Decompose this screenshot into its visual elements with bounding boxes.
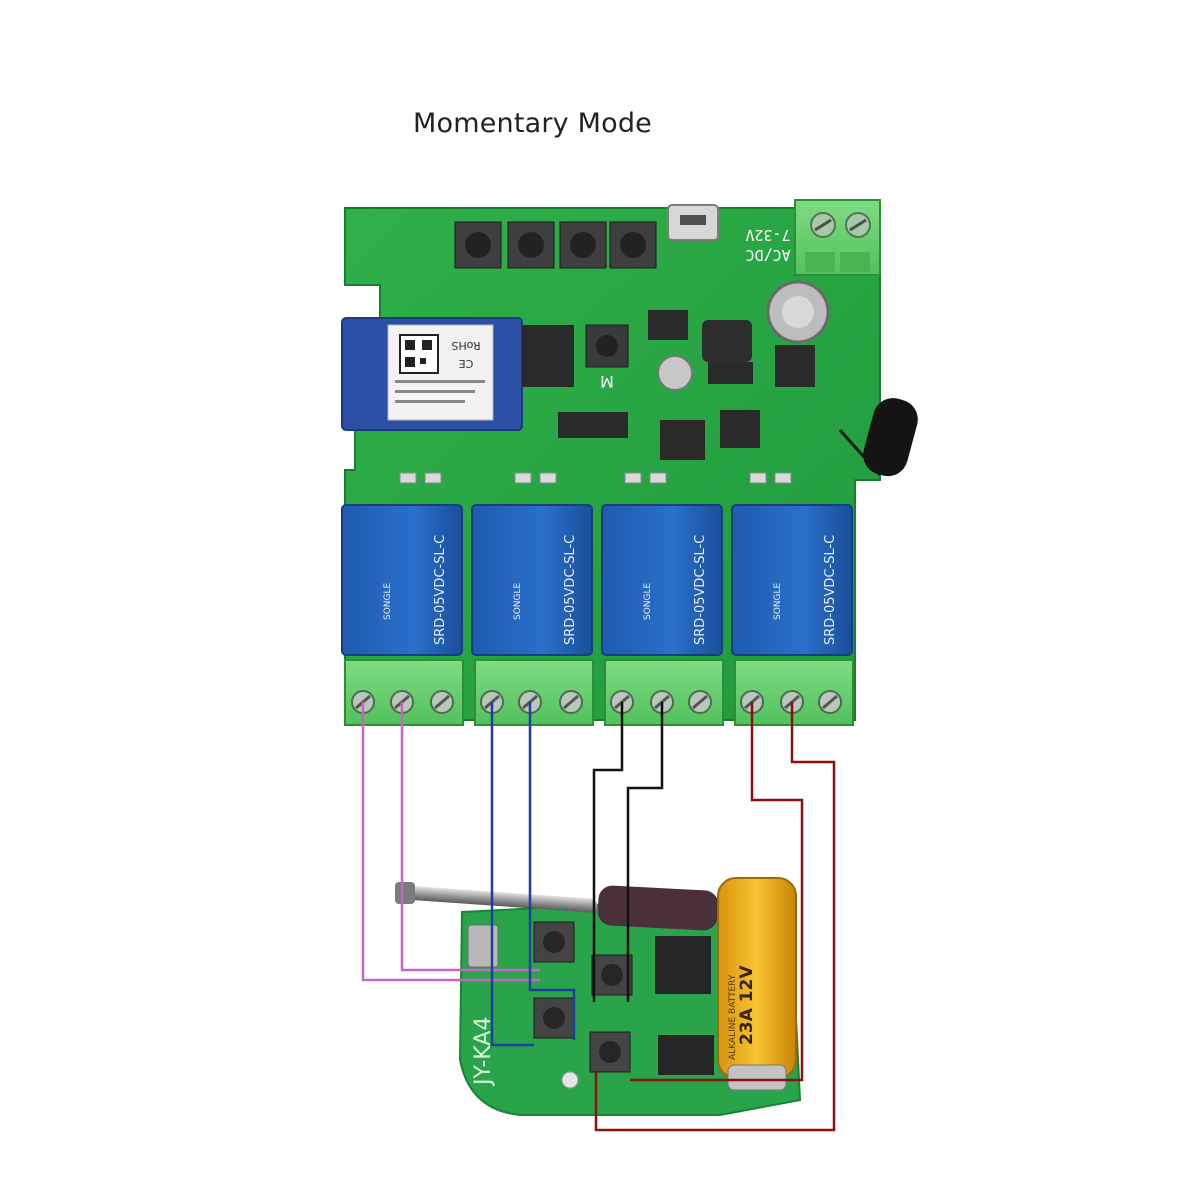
relay: SRD-05VDC-SL-C SONGLE (471, 504, 593, 656)
ic-chip (660, 420, 705, 460)
crystal (467, 924, 499, 968)
power-terminal (794, 199, 881, 276)
module-ce-label: CE (459, 357, 474, 370)
relay-model: SRD-05VDC-SL-C (693, 535, 708, 645)
wire-relay2 (528, 702, 576, 1040)
wire-relay1 (361, 702, 540, 982)
wire-relay2 (490, 702, 534, 1047)
wire-relay3 (592, 702, 624, 1002)
antenna-coil (597, 885, 719, 931)
power-label-2: AC/DC (745, 246, 790, 264)
led (561, 1071, 579, 1089)
wire-relay3 (626, 702, 664, 1002)
wifi-module: RoHS CE (341, 317, 523, 431)
capacitor (657, 355, 693, 391)
ic-chip (655, 936, 711, 994)
relay-board: 7-32V AC/DC RoHS CE (341, 199, 918, 726)
wire-relay4 (630, 702, 804, 1082)
wire-relay4 (594, 702, 836, 1132)
relay-model: SRD-05VDC-SL-C (433, 535, 448, 645)
relay-brand: SONGLE (383, 582, 393, 620)
battery: ALKALINE BATTERY 23A 12V (717, 877, 797, 1091)
battery-line-2: 23A 12V (737, 965, 757, 1045)
battery-line-1: ALKALINE BATTERY (728, 974, 738, 1060)
relay-brand: SONGLE (513, 582, 523, 620)
wires (361, 702, 836, 1132)
ic-chip (720, 410, 760, 448)
inductor (702, 320, 752, 362)
channel-buttons (454, 221, 657, 269)
ic-chip (648, 310, 688, 340)
relay: SRD-05VDC-SL-C SONGLE (731, 504, 853, 656)
relay-brand: SONGLE (773, 582, 783, 620)
antenna-coil (838, 398, 918, 477)
ic-chip (522, 325, 574, 387)
wire-relay1 (400, 702, 540, 972)
ic-chip (658, 1035, 714, 1075)
mode-button-label: M (600, 372, 614, 391)
module-rohs-label: RoHS (451, 339, 480, 352)
power-label-1: 7-32V (745, 226, 790, 244)
relay: SRD-05VDC-SL-C SONGLE (341, 504, 463, 656)
relay: SRD-05VDC-SL-C SONGLE (601, 504, 723, 656)
ic-chip (775, 345, 815, 387)
ic-chip (558, 412, 628, 438)
relay-brand: SONGLE (643, 582, 653, 620)
remote-board: JY-KA4 ALKALINE BATTERY 23A 12V (395, 877, 802, 1116)
relay-model: SRD-05VDC-SL-C (823, 535, 838, 645)
relay-model: SRD-05VDC-SL-C (563, 535, 578, 645)
telescopic-antenna (395, 882, 598, 913)
page-title: Momentary Mode (413, 108, 652, 139)
